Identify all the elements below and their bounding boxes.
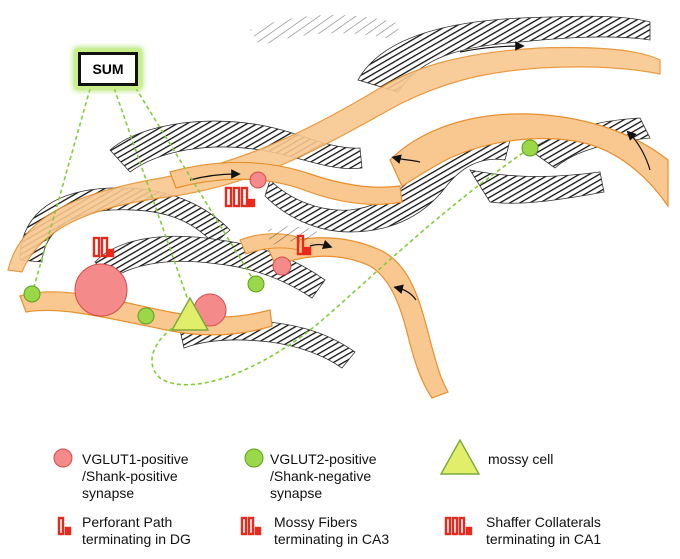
vglut1-synapses [74, 171, 292, 327]
legend-symbols [53, 438, 481, 536]
legend-mossy-icon [439, 438, 481, 475]
band-lower-right [267, 237, 449, 399]
hatch-accents [250, 14, 400, 246]
sum-box: SUM [78, 52, 138, 86]
legend-mossy-fibers-label: Mossy Fibers terminating in CA3 [274, 514, 390, 547]
band-right-loop [389, 113, 669, 208]
sum-connectors [31, 81, 531, 386]
arrow-lower [393, 284, 417, 301]
arrow-dg-inner [309, 239, 333, 250]
arrow-top [459, 41, 525, 53]
arrow-right-loop [391, 154, 421, 164]
connector-sum-left [31, 81, 93, 295]
connector-mossy-loop [151, 147, 531, 386]
mossy-cell-triangle [170, 296, 210, 331]
vglut2-synapse-left [23, 285, 41, 303]
arrow-far-right [626, 130, 651, 171]
vglut2-synapse-ca3 [247, 275, 265, 293]
legend-mossy-cell-label: mossy cell [488, 451, 554, 467]
mossy-terminal-icon [296, 234, 312, 256]
sum-label: SUM [92, 61, 124, 77]
legend-perforant-icon [57, 516, 72, 536]
legend-shaffer-icon [444, 516, 473, 536]
arrow-ca3 [189, 169, 241, 181]
terminal-icons [92, 186, 312, 258]
ca3-layer-tail [469, 169, 605, 204]
ca3-layer-upper [109, 120, 363, 173]
legend-vglut2-icon [244, 448, 264, 468]
ca1-layer-upper [357, 15, 651, 93]
vglut2-synapses [23, 139, 539, 325]
legend-shaffer-label: Shaffer Collaterals terminating in CA1 [486, 514, 602, 547]
vglut1-synapse-small [272, 256, 292, 276]
vglut2-synapse-right [521, 139, 539, 157]
vglut2-synapse-dg [137, 307, 155, 325]
vglut1-synapse-ca3 [249, 171, 267, 189]
vglut1-synapse-large [74, 263, 128, 317]
perforant-terminal-icon [92, 236, 115, 258]
connector-sum-right [131, 81, 257, 285]
connector-sum-center [111, 81, 191, 307]
legend-vglut1-label: VGLUT1-positive /Shank-positive synapse [82, 451, 189, 501]
ca3-layer-curl [264, 136, 511, 233]
legend-perforant-label: Perforant Path terminating in DG [82, 514, 191, 547]
legend-mossy-fibers-icon [240, 516, 262, 536]
shaffer-terminal-icon [224, 186, 256, 208]
legend-vglut1-icon [53, 448, 73, 468]
legend-vglut2-label: VGLUT2-positive /Shank-negative synapse [270, 451, 377, 501]
flow-arrows [189, 41, 651, 301]
